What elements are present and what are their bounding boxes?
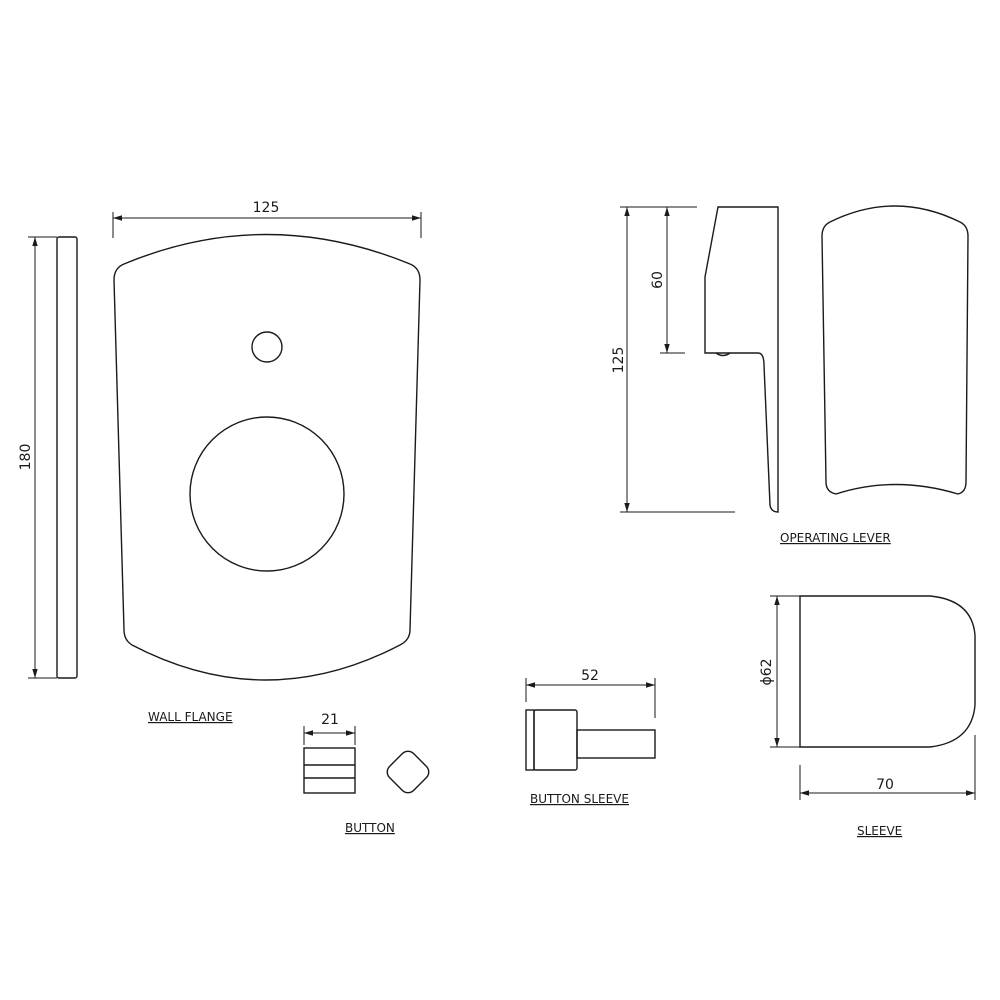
button-sleeve-view: 52 BUTTON SLEEVE (525, 668, 656, 806)
sleeve-diameter-text: ϕ62 (759, 658, 775, 685)
lever-height-text: 125 (611, 347, 627, 374)
button-sleeve-length-text: 52 (581, 668, 599, 684)
lever-side-profile (704, 206, 779, 513)
wall-flange-front-view: 125 WALL FLANGE (112, 200, 422, 724)
sleeve-view: ϕ62 70 SLEEVE (759, 595, 976, 838)
lever-upper-text: 60 (650, 271, 666, 289)
operating-lever-label: OPERATING LEVER (780, 531, 891, 545)
height-dimension-text: 180 (18, 444, 34, 471)
wall-flange-side-view: 180 (18, 236, 78, 679)
sleeve-outline (799, 595, 976, 748)
lever-front-outline (821, 205, 969, 495)
button-label: BUTTON (345, 821, 395, 835)
sleeve-length-text: 70 (876, 777, 894, 793)
button-width-text: 21 (321, 712, 339, 728)
flange-outline (113, 233, 421, 681)
operating-lever-side-view: 125 60 (611, 206, 779, 513)
flange-small-hole (251, 331, 283, 363)
button-sleeve-label: BUTTON SLEEVE (530, 792, 629, 806)
button-views: 21 BUTTON (303, 712, 430, 835)
flange-large-hole (189, 416, 345, 572)
sleeve-label: SLEEVE (857, 824, 902, 838)
button-front-shape (386, 750, 430, 794)
operating-lever-front-view: OPERATING LEVER (780, 205, 969, 545)
wall-flange-label: WALL FLANGE (148, 710, 233, 724)
width-dimension-text: 125 (253, 200, 280, 216)
